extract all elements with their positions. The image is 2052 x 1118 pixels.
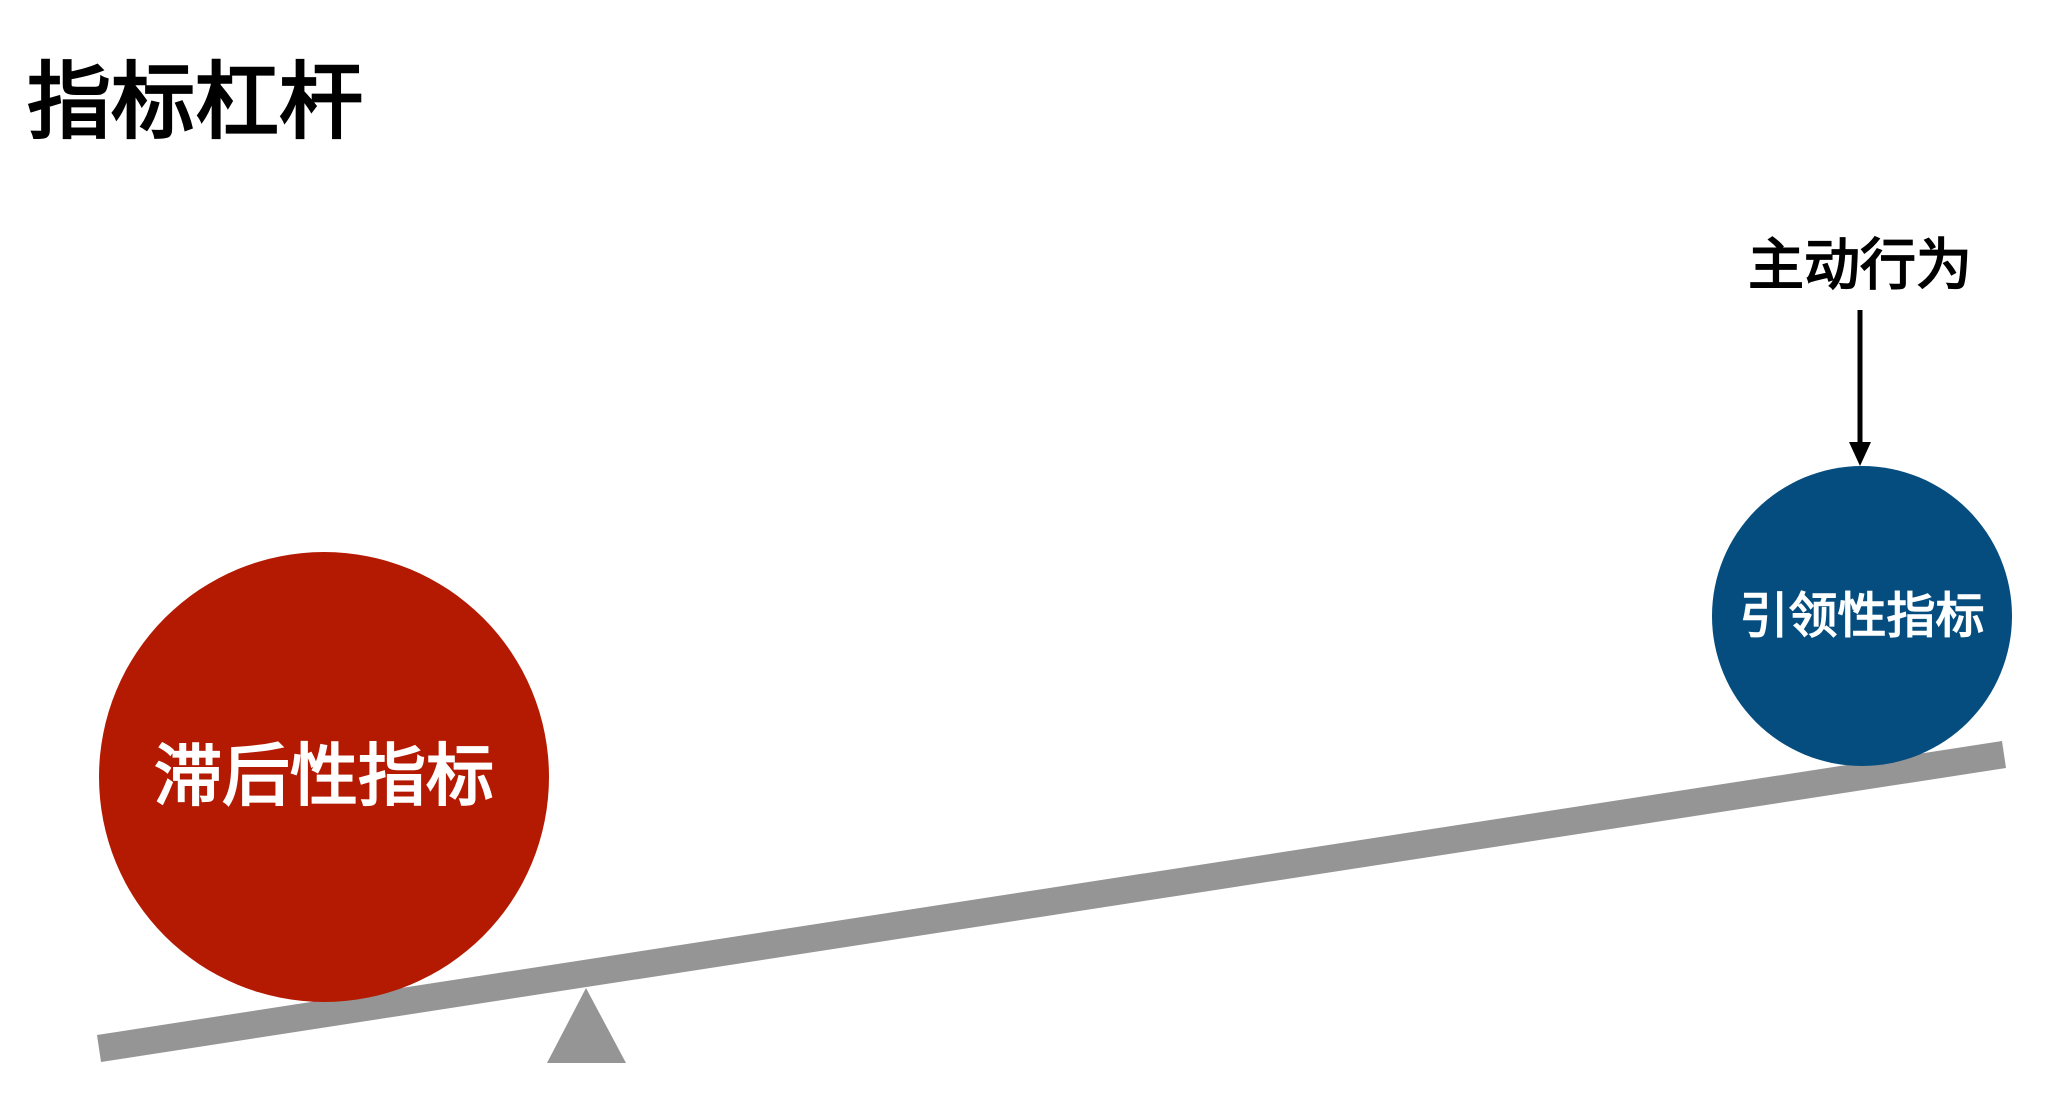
lever-beam — [97, 741, 2006, 1062]
arrow-head-icon — [1849, 442, 1871, 466]
lagging-indicator-label: 滞后性指标 — [154, 738, 494, 817]
leading-indicator-label: 引领性指标 — [1739, 588, 1984, 645]
lagging-indicator-ball — [99, 552, 549, 1002]
page-title: 指标杠杆 — [27, 53, 364, 151]
active-behavior-label: 主动行为 — [1748, 234, 1972, 299]
leading-indicator-ball — [1712, 466, 2012, 766]
fulcrum-triangle — [547, 988, 626, 1063]
